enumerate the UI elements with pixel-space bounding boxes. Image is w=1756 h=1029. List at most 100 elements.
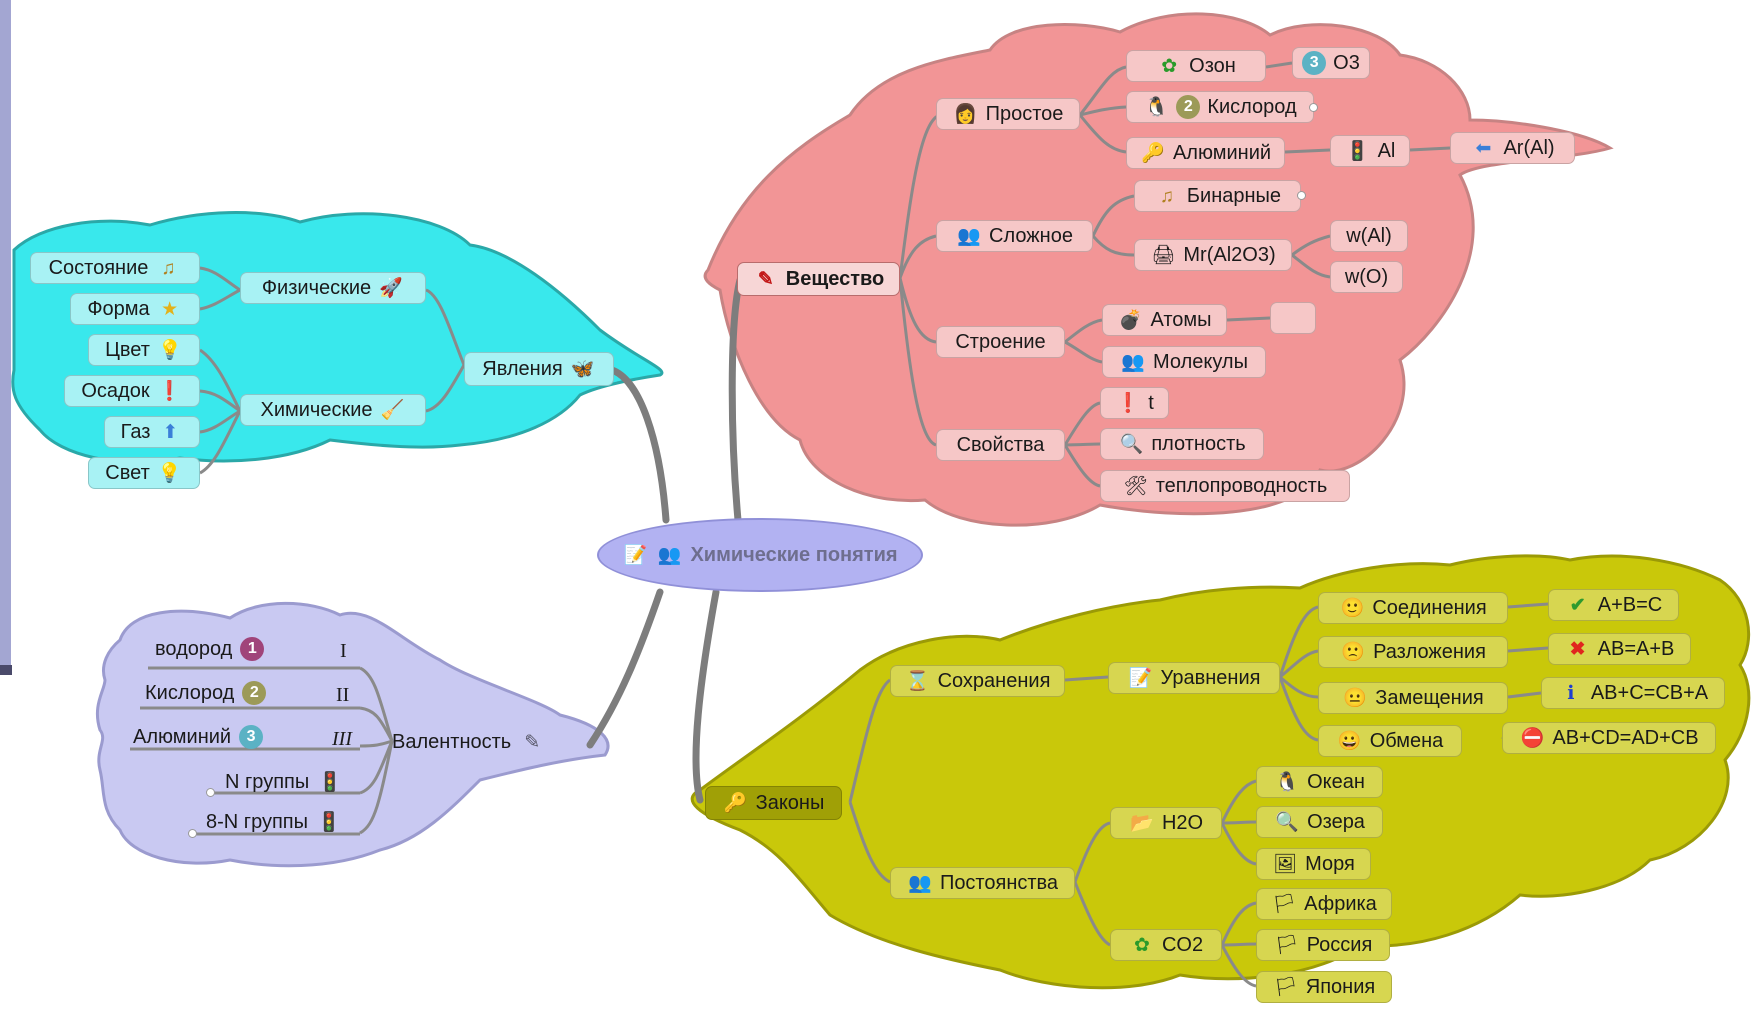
- left-side-strip: [0, 0, 11, 675]
- o3-node[interactable]: 3 О3: [1292, 47, 1370, 79]
- ar-al-node[interactable]: ⬅ Ar(Al): [1450, 132, 1575, 164]
- conductivity-node[interactable]: 🛠 теплопроводность: [1100, 470, 1350, 502]
- sad-face-icon: 🙁: [1341, 641, 1365, 663]
- constancy-node[interactable]: 👥 Постоянства: [890, 867, 1075, 899]
- japan-node[interactable]: 🏳 Япония: [1256, 971, 1392, 1003]
- molecules-node[interactable]: 👥 Молекулы: [1102, 346, 1266, 378]
- ocean-node[interactable]: 🐧 Океан: [1256, 766, 1383, 798]
- hydrogen-node[interactable]: водород 1: [155, 634, 265, 664]
- substitution-formula-node[interactable]: ℹ AB+C=CB+A: [1541, 677, 1725, 709]
- central-topic-label: Химические понятия: [690, 543, 898, 566]
- w-al-node[interactable]: w(Al): [1330, 220, 1408, 252]
- properties-label: Свойства: [956, 433, 1045, 456]
- t-node[interactable]: ❗ t: [1100, 387, 1169, 419]
- flag-icon: 🏳: [1272, 893, 1297, 915]
- empty-node[interactable]: [1270, 302, 1316, 334]
- exchange-node[interactable]: 😀 Обмена: [1318, 725, 1462, 757]
- ar-al-label: Ar(Al): [1503, 136, 1555, 159]
- bomb-icon: 💣: [1118, 309, 1143, 331]
- conservation-node[interactable]: ⌛ Сохранения: [890, 665, 1065, 697]
- traffic-light-icon: 🚦: [317, 811, 341, 833]
- physical-label: Физические: [261, 276, 372, 299]
- pencil-icon: ✎: [524, 731, 541, 753]
- o3-label: О3: [1333, 51, 1360, 74]
- structure-node[interactable]: Строение: [936, 326, 1065, 358]
- mr-node[interactable]: 🖨 Mr(Al2O3): [1134, 239, 1292, 271]
- key-icon: 🔑: [723, 792, 748, 814]
- al-node[interactable]: 🚦 Al: [1330, 135, 1410, 167]
- decomposition-formula-node[interactable]: ✖ AB=A+B: [1548, 633, 1691, 665]
- phenomena-topic[interactable]: Явления 🦋: [464, 352, 614, 386]
- butterfly-icon: 🦋: [570, 358, 595, 380]
- africa-node[interactable]: 🏳 Африка: [1256, 888, 1392, 920]
- laws-topic[interactable]: 🔑 Законы: [705, 786, 842, 820]
- atoms-node[interactable]: 💣 Атомы: [1102, 304, 1227, 336]
- russia-node[interactable]: 🏳 Россия: [1256, 929, 1390, 961]
- branch-lines: [130, 61, 1549, 988]
- notepad-icon: 📝: [1128, 667, 1153, 689]
- oxygen-label: Кислород: [1207, 95, 1297, 118]
- decomposition-node[interactable]: 🙁 Разложения: [1318, 636, 1508, 668]
- state-label: Состояние: [48, 256, 149, 279]
- oxygen-expand-dot[interactable]: [1309, 103, 1318, 112]
- decomposition-label: Разложения: [1373, 640, 1486, 663]
- compound-formula: A+B=C: [1597, 593, 1663, 616]
- exchange-formula-node[interactable]: ⛔ AB+CD=AD+CB: [1502, 722, 1716, 754]
- h2o-node[interactable]: 📂 H2O: [1110, 807, 1222, 839]
- exchange-formula: AB+CD=AD+CB: [1552, 726, 1699, 749]
- valence-topic[interactable]: Валентность ✎: [392, 727, 592, 757]
- co2-node[interactable]: ✿ CO2: [1110, 929, 1222, 961]
- aluminium-valence-node[interactable]: Алюминий 3: [133, 722, 264, 752]
- constancy-label: Постоянства: [939, 871, 1059, 894]
- eight-n-group-node[interactable]: 8-N группы 🚦: [206, 807, 342, 837]
- state-node[interactable]: Состояние ♫: [30, 252, 200, 284]
- hourglass-icon: ⌛: [905, 670, 930, 692]
- substance-topic[interactable]: ✎ Вещество: [737, 262, 900, 296]
- compound-node[interactable]: 🙂 Соединения: [1318, 592, 1508, 624]
- laws-label: Законы: [755, 791, 825, 814]
- seas-node[interactable]: 🖼 Моря: [1256, 848, 1371, 880]
- up-arrow-icon: ⬆: [162, 421, 179, 443]
- mr-label: Mr(Al2O3): [1183, 243, 1276, 266]
- central-topic[interactable]: 📝 👥 Химические понятия: [597, 518, 923, 592]
- light-node[interactable]: Свет 💡: [88, 457, 200, 489]
- woman-icon: 👩: [953, 103, 978, 125]
- ozone-label: Озон: [1189, 54, 1236, 77]
- n-group-expand-dot[interactable]: [206, 788, 215, 797]
- eight-n-group-expand-dot[interactable]: [188, 829, 197, 838]
- chemical-node[interactable]: Химические 🧹: [240, 394, 426, 426]
- density-label: плотность: [1151, 432, 1246, 455]
- equations-node[interactable]: 📝 Уравнения: [1108, 662, 1280, 694]
- oxygen-node[interactable]: 🐧 2 Кислород: [1126, 91, 1314, 123]
- density-node[interactable]: 🔍 плотность: [1100, 428, 1264, 460]
- binary-node[interactable]: ♫ Бинарные: [1134, 180, 1301, 212]
- conductivity-label: теплопроводность: [1155, 474, 1328, 497]
- light-label: Свет: [105, 461, 150, 484]
- binary-expand-dot[interactable]: [1297, 191, 1306, 200]
- japan-label: Япония: [1305, 975, 1376, 998]
- ozone-node[interactable]: ✿ Озон: [1126, 50, 1266, 82]
- lakes-node[interactable]: 🔍 Озера: [1256, 806, 1383, 838]
- aluminium-node[interactable]: 🔑 Алюминий: [1126, 137, 1285, 169]
- info-icon: ℹ: [1567, 682, 1575, 704]
- complex-node[interactable]: 👥 Сложное: [936, 220, 1093, 252]
- substitution-node[interactable]: 😐 Замещения: [1318, 682, 1508, 714]
- simple-node[interactable]: 👩 Простое: [936, 98, 1080, 130]
- n-group-node[interactable]: N группы 🚦: [225, 767, 343, 797]
- properties-node[interactable]: Свойства: [936, 429, 1065, 461]
- color-node[interactable]: Цвет 💡: [88, 334, 200, 366]
- physical-node[interactable]: Физические 🚀: [240, 272, 426, 304]
- compound-formula-node[interactable]: ✔ A+B=C: [1548, 589, 1679, 621]
- light-bulb-icon: 💡: [158, 339, 182, 361]
- w-o-node[interactable]: w(O): [1330, 261, 1403, 293]
- number-2-icon: 2: [1176, 95, 1201, 119]
- gas-node[interactable]: Газ ⬆: [104, 416, 200, 448]
- sediment-node[interactable]: Осадок ❗: [64, 375, 200, 407]
- check-icon: ✔: [1569, 594, 1586, 616]
- form-node[interactable]: Форма ★: [70, 293, 200, 325]
- lakes-label: Озера: [1307, 810, 1365, 833]
- neutral-face-icon: 😐: [1343, 687, 1368, 709]
- traffic-light-icon: 🚦: [1345, 140, 1370, 162]
- oxygen-valence-node[interactable]: Кислород 2: [145, 678, 267, 708]
